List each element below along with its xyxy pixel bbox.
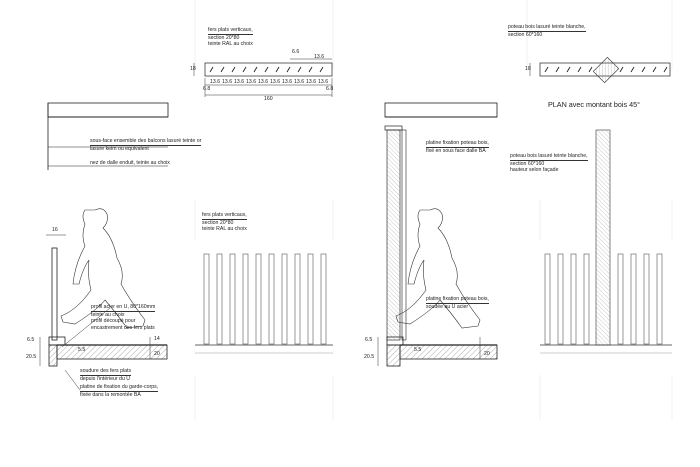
plan-left-dim-spacing-6: 13.6 (270, 79, 281, 85)
balcony-slab-top (47, 102, 169, 118)
section-left-dim-top: 16 (52, 227, 58, 233)
plate-label-1: platine de fixation du garde-corps, (80, 384, 159, 392)
section-right-dim-65: 6.5 (365, 337, 373, 343)
section-right-dim-20: 20 (484, 351, 490, 357)
post-label-2: section 60*160 (510, 160, 545, 167)
plan-left-dim-spacing-1: 13.6 (210, 79, 221, 85)
plan-right-title: PLAN avec montant bois 45° (548, 100, 640, 109)
plan-left-dim-spacing-7: 13.6 (282, 79, 293, 85)
weld-label-1: soudure des fers plats (80, 368, 132, 376)
plan-left-dim-gap: 6.6 (292, 49, 300, 55)
grid-lines (194, 0, 673, 420)
plan-left-dim-spacing-2: 13.6 (222, 79, 233, 85)
plan-left-dim-spacing-9: 13.6 (306, 79, 317, 85)
floor-slab (56, 344, 168, 360)
plan-left-dim-spacing-5: 13.6 (258, 79, 269, 85)
plate-bottom-label: platine fixation poteau bois, soudée au … (426, 296, 489, 310)
plan-right-label-2: section 60*160 (508, 31, 543, 38)
section-left-dim-55: 5.5 (78, 347, 86, 353)
plan-left-label-2: section 20*80 (208, 34, 240, 41)
soffit-label-2: lasure keim ou equivalent (90, 145, 149, 152)
walking-person-left (60, 208, 146, 329)
walking-person-right (395, 208, 481, 329)
section-left (39, 102, 169, 391)
plan-left-rail (204, 62, 333, 77)
section-right-dim-55: 5.5 (414, 347, 422, 353)
plate-label-2: fixée dans la remontée BA (80, 391, 141, 398)
profile-label-2: teinte au choix (91, 311, 125, 318)
plan-left-dim-total: 160 (264, 96, 273, 102)
elevation-left-label-2: section 20*80 (202, 219, 234, 226)
plan-left-dim-end-right: 6.8 (326, 86, 334, 92)
plan-right-dim-depth: 18 (525, 66, 531, 72)
plan-right-bars (544, 66, 668, 73)
plate-bottom-label-2: soudée au U acier (426, 303, 469, 310)
elevation-left (195, 253, 333, 354)
soffit-label: sous-face ensemble des balcons lasuré te… (90, 138, 202, 152)
post-label-1: poteau bois lasuré teinte blanche, (510, 153, 588, 161)
plan-right-label-1: poteau bois lasuré teinte blanche, (508, 24, 586, 32)
plan-left-dim-depth: 18 (190, 66, 196, 72)
elevation-right (540, 129, 672, 354)
weld-label-2: depuis l'intérieur du U (80, 375, 131, 382)
plan-right-label: poteau bois lasuré teinte blanche, secti… (508, 24, 586, 38)
plate-top-label: platine fixation poteau bois, fixé en so… (426, 140, 489, 154)
nose-label: nez de dalle enduit, teinte au choix (90, 160, 170, 166)
plan-left (193, 58, 333, 97)
plan-left-label: fers plats verticaux, section 20*80 tein… (208, 27, 253, 48)
plan-left-dim-spacing-10: 13.6 (318, 79, 329, 85)
elevation-left-label-3: teinte RAL au choix (202, 226, 247, 233)
plan-left-dimension-lines (193, 58, 333, 97)
section-right (377, 102, 498, 367)
plate-bottom-label-1: platine fixation poteau bois, (426, 296, 489, 304)
plan-left-dim-spacing-8: 13.6 (294, 79, 305, 85)
plan-left-dim-spacing-3: 13.6 (234, 79, 245, 85)
railing-bar-section (51, 247, 58, 341)
wood-post-section (386, 129, 401, 341)
post-label: poteau bois lasuré teinte blanche, secti… (510, 153, 588, 174)
plan-left-label-1: fers plats verticaux, (208, 27, 253, 35)
profile-label-4: encastrement des fers plats (91, 324, 155, 331)
profile-label: profil acier en U, 80*160mm teinte au ch… (91, 304, 156, 331)
plan-left-bars (209, 66, 324, 73)
weld-label: soudure des fers plats depuis l'intérieu… (80, 368, 132, 382)
elevation-left-label: fers plats verticaux, section 20*80 tein… (202, 212, 247, 233)
profile-label-1: profil acier en U, 80*160mm (91, 304, 156, 312)
plan-left-dim-spacing-4: 13.6 (246, 79, 257, 85)
section-right-dim-205: 20.5 (364, 354, 375, 360)
plate-label: platine de fixation du garde-corps, fixé… (80, 384, 159, 398)
plan-left-dim-right: 13.6 (314, 54, 325, 60)
plan-left-label-3: teinte RAL au choix (208, 41, 253, 48)
elevation-left-label-1: fers plats verticaux, (202, 212, 247, 220)
section-left-dim-205: 20.5 (26, 354, 37, 360)
balcony-slab-top-right (384, 102, 498, 118)
profile-label-3: profil découpé pour (91, 318, 136, 325)
plan-left-dim-end-left: 6.8 (203, 86, 211, 92)
section-left-dim-20: 20 (154, 351, 160, 357)
wood-post-elevation (595, 129, 611, 346)
section-left-dim-14: 14 (154, 336, 160, 342)
plan-right-wood-post (592, 56, 620, 84)
soffit-label-1: sous-face ensemble des balcons lasuré te… (90, 138, 202, 146)
plan-right (529, 56, 671, 84)
section-left-dim-65: 6.5 (27, 337, 35, 343)
post-label-3: hauteur selon façade (510, 167, 559, 174)
plate-top-label-1: platine fixation poteau bois, (426, 140, 489, 148)
plate-top-label-2: fixé en sous face dalle BA (426, 147, 486, 154)
